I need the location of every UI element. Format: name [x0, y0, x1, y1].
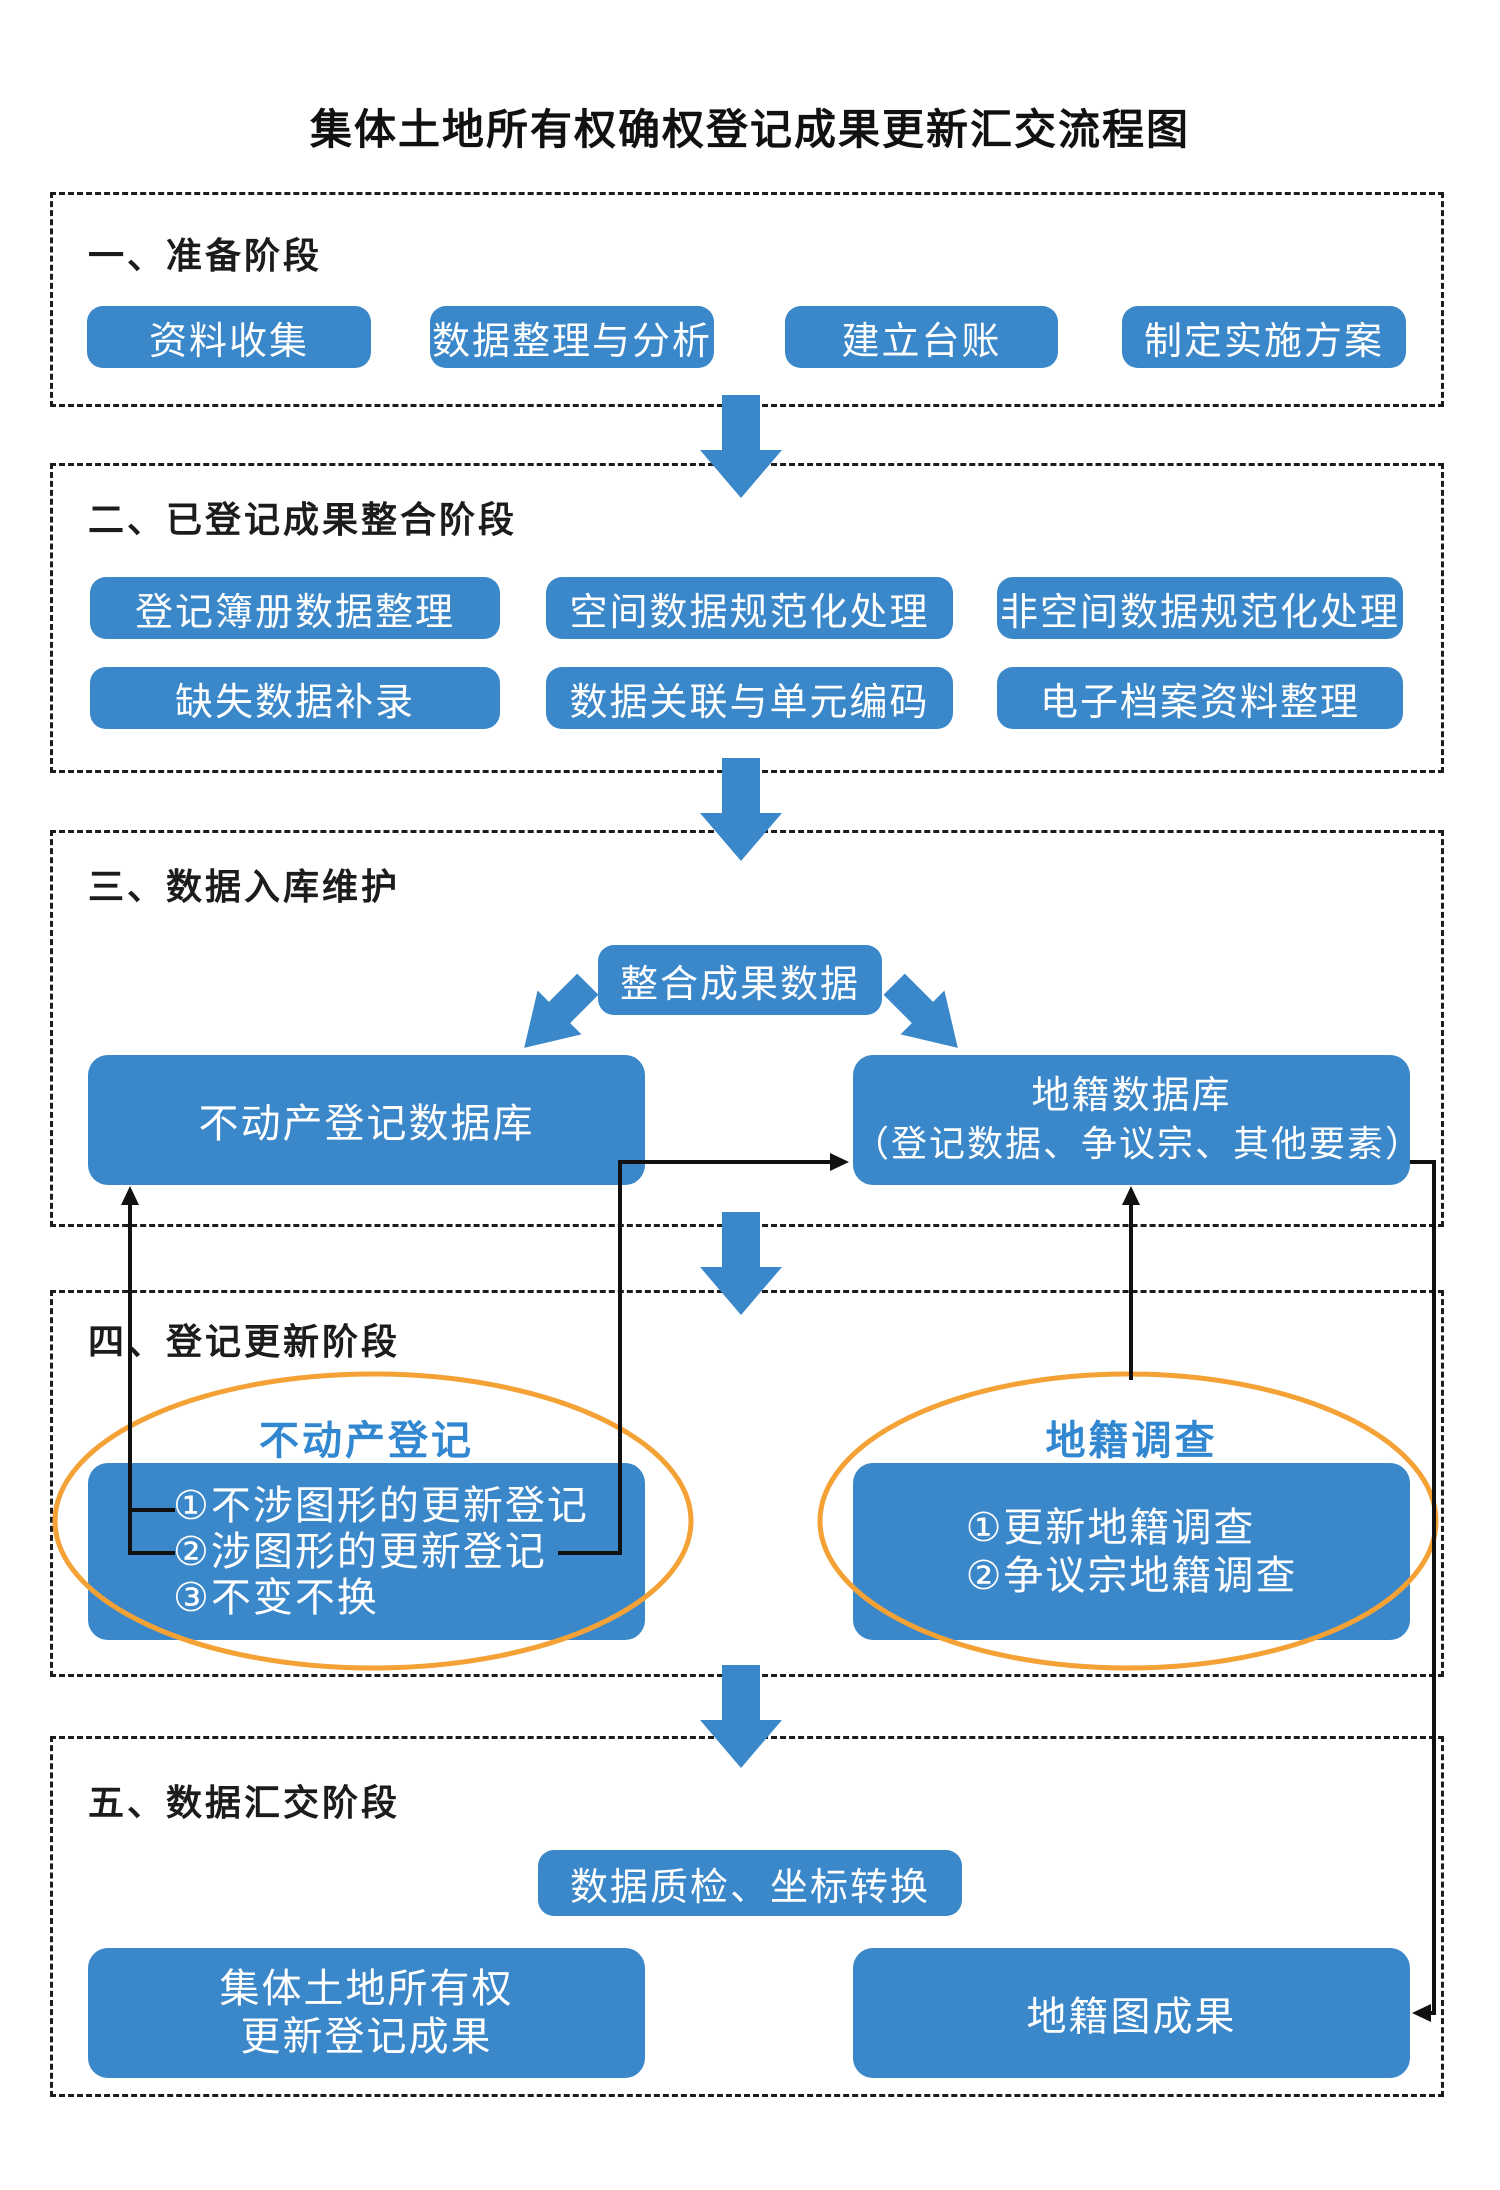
page-title: 集体土地所有权确权登记成果更新汇交流程图 [309, 106, 1190, 153]
node-unit-coding: 数据关联与单元编码 [546, 667, 953, 729]
stage-3-heading: 三、数据入库维护 [88, 866, 401, 907]
node-register-books: 登记簿册数据整理 [90, 577, 500, 639]
node-integrated-results: 整合成果数据 [598, 945, 882, 1015]
node-data-analysis: 数据整理与分析 [430, 306, 714, 368]
registration-item-1: ①不涉图形的更新登记 [173, 1484, 589, 1528]
registration-item-2: ②涉图形的更新登记 [173, 1530, 547, 1574]
node-registration-update-types: ①不涉图形的更新登记 ②涉图形的更新登记 ③不变不换 [88, 1463, 645, 1640]
survey-item-1: ①更新地籍调查 [965, 1505, 1256, 1550]
node-implementation-plan: 制定实施方案 [1122, 306, 1406, 368]
survey-items: ①更新地籍调查 ②争议宗地籍调查 [966, 1504, 1298, 1600]
node-e-archives: 电子档案资料整理 [997, 667, 1403, 729]
node-quality-check: 数据质检、坐标转换 [538, 1850, 962, 1916]
label-cadastral-survey: 地籍调查 [1045, 1419, 1218, 1463]
cadastre-db-title: 地籍数据库 [1031, 1075, 1232, 1117]
node-data-collection: 资料收集 [87, 306, 371, 368]
node-nonspatial-data: 非空间数据规范化处理 [997, 577, 1403, 639]
node-cadastre-database: 地籍数据库 （登记数据、争议宗、其他要素） [853, 1055, 1424, 1185]
node-spatial-data: 空间数据规范化处理 [546, 577, 953, 639]
survey-item-2: ②争议宗地籍调查 [965, 1553, 1298, 1598]
node-survey-types: ①更新地籍调查 ②争议宗地籍调查 [853, 1463, 1410, 1640]
stage-4-heading: 四、登记更新阶段 [88, 1321, 401, 1362]
node-realestate-database: 不动产登记数据库 [88, 1055, 645, 1185]
ownership-results-line1: 集体土地所有权 [219, 1967, 514, 2011]
stage-1-container [50, 192, 1444, 407]
cadastre-db-subtitle: （登记数据、争议宗、其他要素） [853, 1123, 1424, 1164]
stage-5-heading: 五、数据汇交阶段 [88, 1782, 401, 1823]
label-realestate-registration: 不动产登记 [259, 1419, 474, 1463]
node-ownership-results: 集体土地所有权 更新登记成果 [88, 1948, 645, 2078]
ownership-results-line2: 更新登记成果 [240, 2015, 493, 2059]
node-ledger-setup: 建立台账 [785, 306, 1058, 368]
stage-1-heading: 一、准备阶段 [88, 235, 323, 276]
node-missing-data: 缺失数据补录 [90, 667, 500, 729]
registration-item-3: ③不变不换 [173, 1576, 379, 1620]
node-cadastral-map-results: 地籍图成果 [853, 1948, 1410, 2078]
stage-2-heading: 二、已登记成果整合阶段 [88, 499, 518, 540]
